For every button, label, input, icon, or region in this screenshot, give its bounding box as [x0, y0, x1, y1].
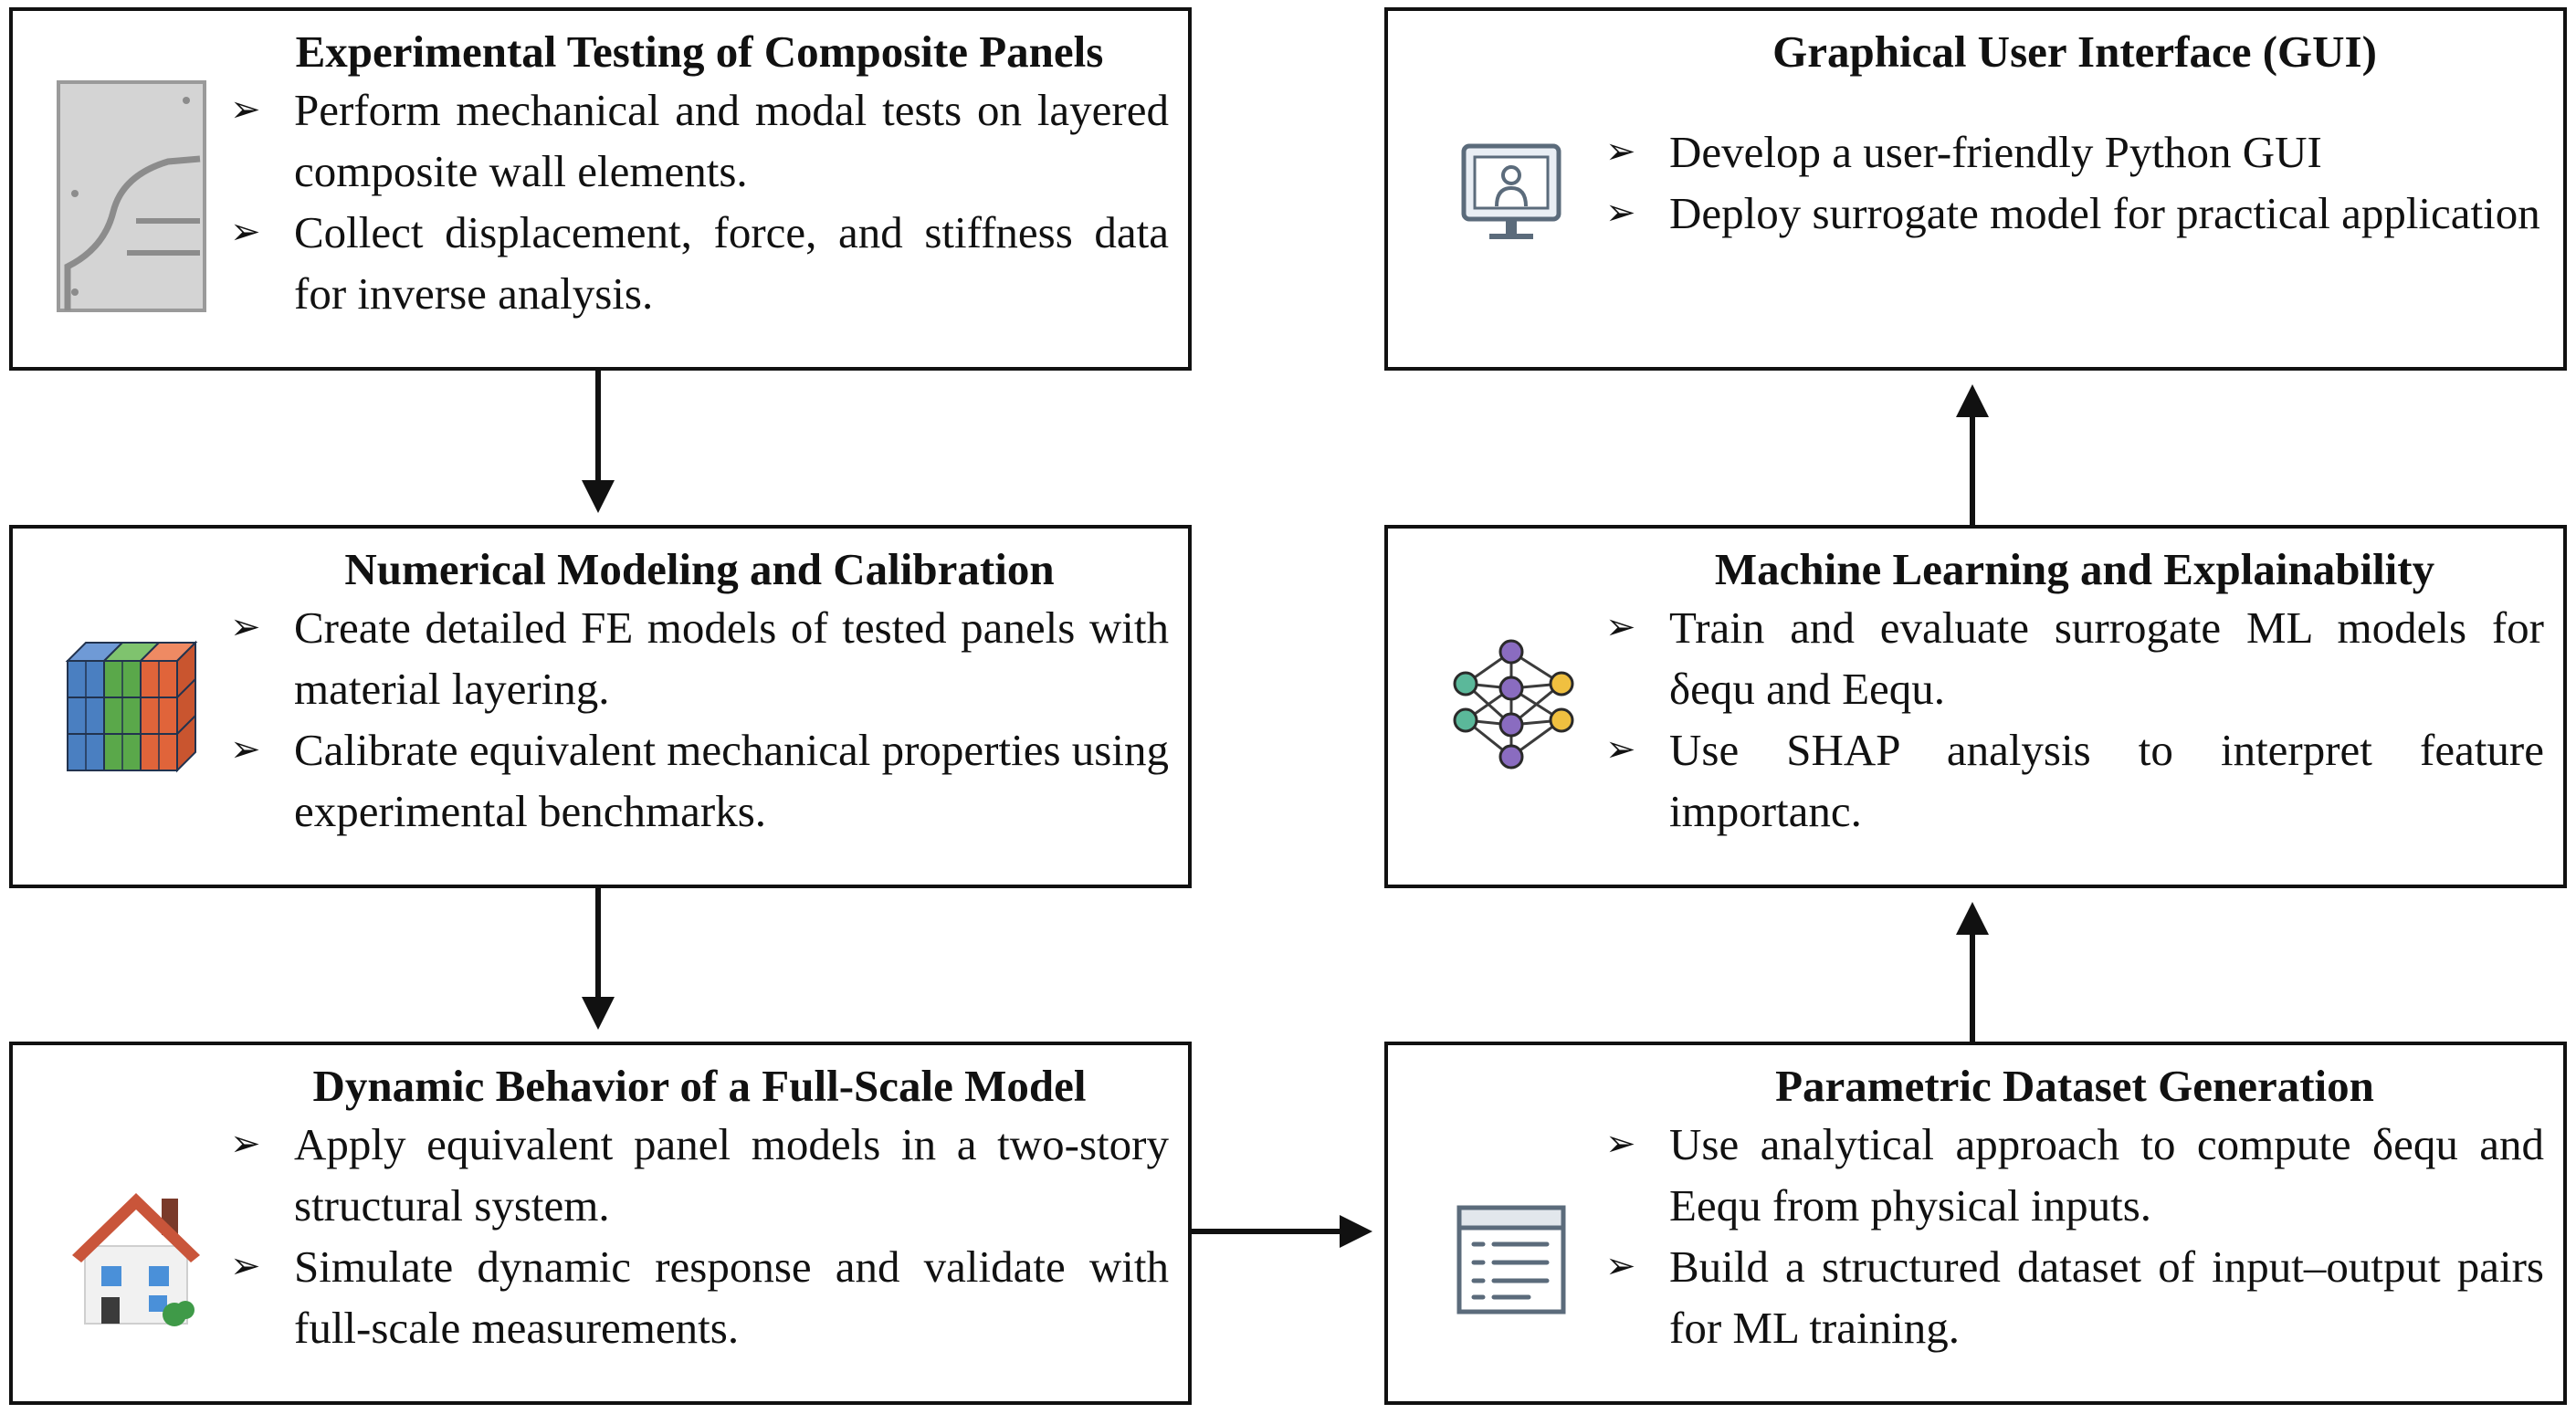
bullet-item: ➢Develop a user-friendly Python GUI — [1605, 121, 2544, 183]
bullet-item: ➢Apply equivalent panel models in a two-… — [230, 1114, 1169, 1236]
bullet-item: ➢Deploy surrogate model for practical ap… — [1605, 183, 2544, 244]
arrow-bullet-icon: ➢ — [230, 1122, 261, 1165]
bullet-item: ➢Build a structured dataset of input–out… — [1605, 1236, 2544, 1358]
bullet-item: ➢Perform mechanical and modal tests on l… — [230, 79, 1169, 202]
layered-cube-icon — [65, 640, 198, 773]
bullet-item: ➢Use analytical approach to compute δequ… — [1605, 1114, 2544, 1236]
box-title: Numerical Modeling and Calibration — [344, 544, 1055, 594]
neural-network-icon — [1453, 639, 1574, 770]
arrow-bullet-icon: ➢ — [1605, 1122, 1636, 1165]
bullet-item: ➢Simulate dynamic response and validate … — [230, 1236, 1169, 1358]
arrow-bullet-icon: ➢ — [230, 1244, 261, 1287]
arrow-bullet-icon: ➢ — [1605, 191, 1636, 234]
box-title: Machine Learning and Explainability — [1714, 544, 2435, 594]
box-numerical-modeling: Numerical Modeling and Calibration ➢Crea… — [9, 525, 1192, 888]
box-experimental-testing: Experimental Testing of Composite Panels… — [9, 7, 1192, 371]
arrow-bullet-icon: ➢ — [230, 210, 261, 253]
box-gui: Graphical User Interface (GUI) ➢Develop … — [1384, 7, 2567, 371]
arrow-bullet-icon: ➢ — [230, 88, 261, 131]
box-title: Parametric Dataset Generation — [1775, 1061, 2374, 1111]
bullet-item: ➢Use SHAP analysis to interpret feature … — [1605, 719, 2544, 842]
arrow-bullet-icon: ➢ — [1605, 728, 1636, 770]
bullet-item: ➢Create detailed FE models of tested pan… — [230, 597, 1169, 719]
arrow-bullet-icon: ➢ — [230, 605, 261, 648]
arrow-bullet-icon: ➢ — [1605, 1244, 1636, 1287]
bullet-item: ➢Train and evaluate surrogate ML models … — [1605, 597, 2544, 719]
composite-panel-icon — [57, 80, 206, 312]
bullet-item: ➢Collect displacement, force, and stiffn… — [230, 202, 1169, 324]
arrow-bullet-icon: ➢ — [1605, 605, 1636, 648]
arrow-bullet-icon: ➢ — [230, 728, 261, 770]
box-title: Dynamic Behavior of a Full-Scale Model — [312, 1061, 1087, 1111]
box-title: Experimental Testing of Composite Panels — [295, 26, 1104, 77]
box-dynamic-behavior: Dynamic Behavior of a Full-Scale Model ➢… — [9, 1042, 1192, 1405]
bullet-item: ➢Calibrate equivalent mechanical propert… — [230, 719, 1169, 842]
arrow-bullet-icon: ➢ — [1605, 130, 1636, 173]
box-title: Graphical User Interface (GUI) — [1772, 26, 2377, 77]
house-icon — [72, 1193, 200, 1326]
box-parametric-dataset: Parametric Dataset Generation ➢Use analy… — [1384, 1042, 2567, 1405]
table-form-icon — [1456, 1205, 1566, 1314]
monitor-user-icon — [1461, 143, 1561, 239]
box-machine-learning: Machine Learning and Explainability ➢Tra… — [1384, 525, 2567, 888]
